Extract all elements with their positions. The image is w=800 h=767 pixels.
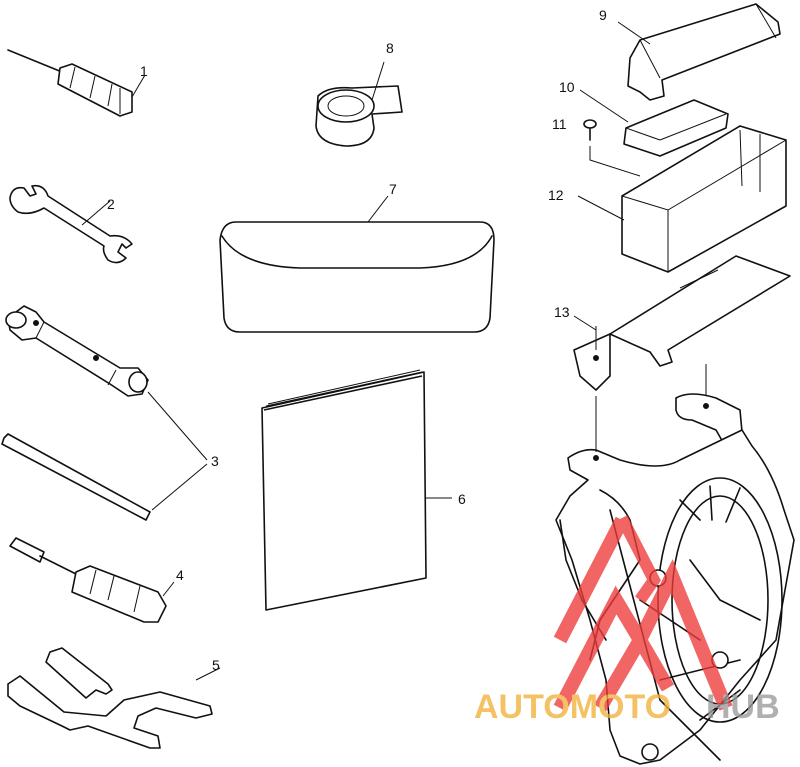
watermark: AUTOMOTO HUB — [474, 515, 780, 726]
callout-1: 1 — [140, 63, 148, 79]
part-2-wrench — [9, 184, 133, 264]
part-9-lid — [617, 3, 781, 101]
callout-12: 12 — [548, 187, 564, 203]
callout-10: 10 — [559, 79, 575, 95]
part-6-manual — [261, 369, 452, 611]
callout-9: 9 — [599, 7, 607, 23]
callout-8: 8 — [386, 40, 394, 56]
part-5-spanner — [7, 647, 221, 749]
part-11-screw — [583, 119, 641, 177]
part-8-strap — [315, 61, 403, 147]
watermark-logo — [553, 516, 733, 712]
part-7-pouch — [219, 195, 495, 333]
part-10-pad — [579, 89, 729, 157]
part-13-bracket — [573, 255, 791, 404]
callout-6: 6 — [458, 491, 466, 507]
callout-labels: 1 2 3 4 5 6 7 8 9 10 11 12 13 — [107, 7, 607, 673]
part-3-socket-wrench — [5, 305, 149, 397]
callout-2: 2 — [107, 196, 115, 212]
callout-3: 3 — [211, 453, 219, 469]
callout-7: 7 — [389, 181, 397, 197]
part-4-screwdriver — [9, 537, 175, 623]
callout-4: 4 — [176, 567, 184, 583]
part-1-screwdriver — [7, 49, 146, 117]
callout-11: 11 — [552, 116, 567, 132]
watermark-text-hub: HUB — [706, 688, 780, 726]
watermark-text-automoto: AUTOMOTO — [474, 688, 671, 726]
part-3-tommy-bar — [1, 391, 208, 521]
callout-5: 5 — [212, 657, 220, 673]
callout-13: 13 — [554, 304, 570, 320]
part-12-box — [577, 125, 787, 273]
